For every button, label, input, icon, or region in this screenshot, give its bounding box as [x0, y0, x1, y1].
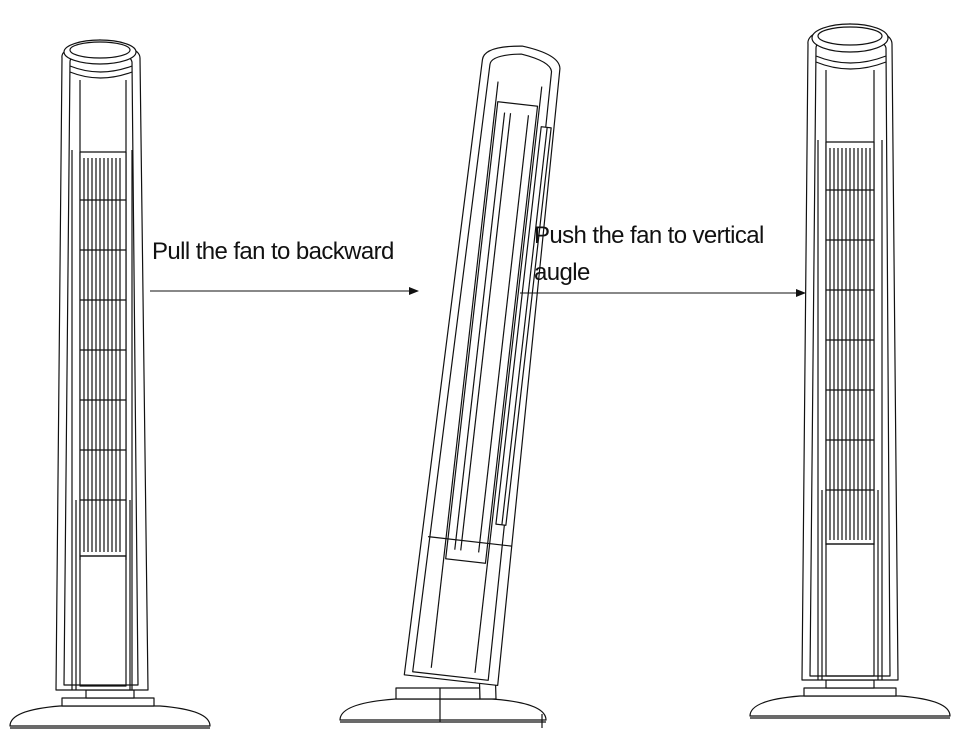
pull-label: Pull the fan to backward	[152, 238, 394, 265]
push-label-line1: Push the fan to vertical	[534, 222, 764, 249]
fan-grille	[825, 141, 875, 545]
fan-tilted	[339, 45, 561, 728]
fan-grille	[79, 151, 127, 557]
push-label-line2: augle	[534, 259, 590, 286]
fan-base	[749, 679, 951, 719]
fan-upright-after	[749, 23, 951, 719]
fan-upright-before	[9, 39, 211, 729]
fan-base	[9, 689, 211, 729]
